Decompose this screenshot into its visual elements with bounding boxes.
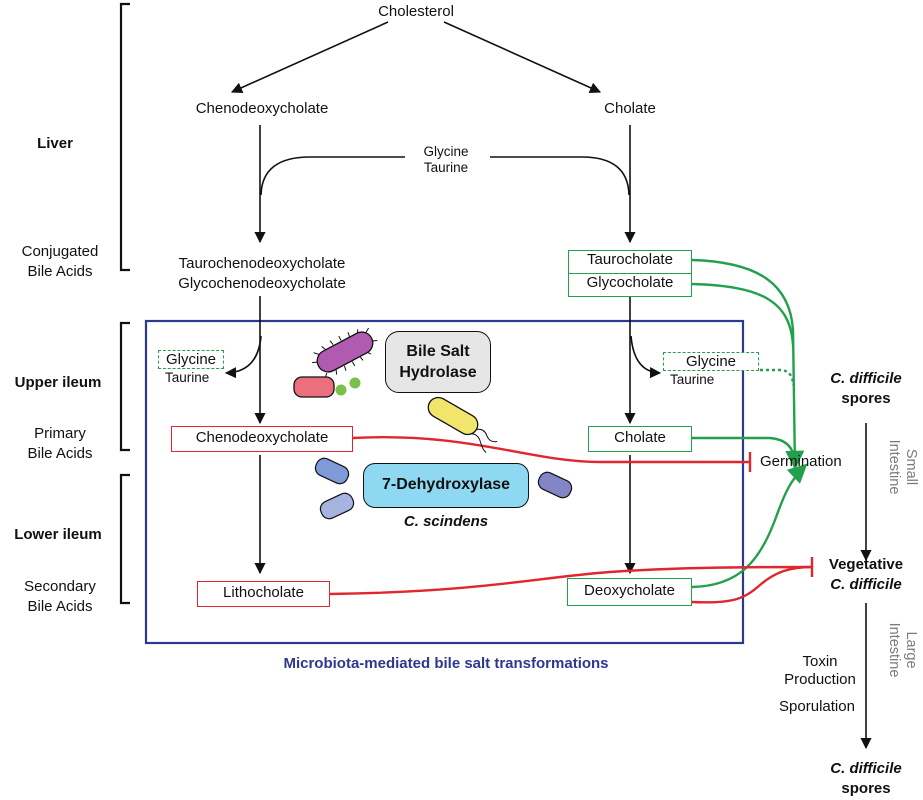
liver-label: Liver — [37, 135, 73, 152]
deoxycholate-to-germination — [691, 463, 808, 589]
glycine-top-label: Glycine — [423, 144, 469, 159]
lower-ileum-bracket — [119, 473, 130, 605]
lithocholate-box: Lithocholate — [197, 581, 330, 607]
bacterium-pink-icon — [293, 376, 335, 398]
toxin-label-1: Toxin — [802, 653, 838, 670]
bacterium-yellow-icon — [427, 396, 498, 453]
large-intestine-label: Large Intestine — [885, 610, 919, 690]
conjugated-label-2: Bile Acids — [27, 263, 93, 280]
lca-inhibits-vegetative — [329, 565, 813, 596]
cocci-green-icon-1 — [335, 384, 347, 396]
bacterium-blue-icon-3 — [537, 471, 573, 499]
sporulation-label: Sporulation — [779, 698, 855, 715]
glycine-taurine-curve-left — [260, 156, 405, 196]
bile-salt-hydrolase-line2: Hydrolase — [399, 364, 477, 381]
glycochenodeoxycholate-label: Glycochenodeoxycholate — [178, 275, 346, 292]
primary-label-2: Bile Acids — [27, 445, 93, 462]
microbiota-box — [144, 319, 745, 645]
secondary-label-2: Bile Acids — [27, 598, 93, 615]
c-scindens-label: C. scindens — [403, 513, 489, 530]
chenodeoxycholate-top-label: Chenodeoxycholate — [195, 100, 329, 117]
spores-bottom-label-2: spores — [841, 780, 891, 797]
spores-bottom-label-1: C. difficile — [830, 760, 902, 777]
bile-salt-hydrolase-box: Bile Salt Hydrolase — [385, 331, 491, 393]
cocci-green-icon-2 — [349, 377, 361, 389]
secondary-label-1: Secondary — [24, 578, 96, 595]
glycocholate-to-germination — [691, 282, 795, 346]
arrow-cholesterol-to-cdca — [230, 21, 389, 93]
upper-ileum-label: Upper ileum — [14, 374, 102, 391]
spores-top-label-2: spores — [841, 390, 891, 407]
liver-bracket — [119, 2, 130, 272]
small-intestine-label: Small Intestine — [885, 427, 919, 507]
vegetative-label-1: Vegetative — [828, 556, 904, 573]
cholate-box: Cholate — [588, 426, 692, 452]
deoxycholate-box: Deoxycholate — [567, 578, 692, 606]
cdca-inhibits-germination — [352, 436, 750, 464]
glycine-left-box: Glycine — [158, 350, 224, 369]
microbiota-caption: Microbiota-mediated bile salt transforma… — [283, 655, 609, 672]
large-intestine-label-1: Large — [903, 631, 919, 669]
spores-top-label-1: C. difficile — [830, 370, 902, 387]
small-intestine-label-1: Small — [903, 448, 919, 486]
arrow-hydrolase-right-release — [630, 335, 662, 379]
large-intestine-label-2: Intestine — [886, 622, 902, 678]
bacterium-purple-icon — [312, 327, 378, 379]
taurochenodeoxycholate-label: Taurochenodeoxycholate — [178, 255, 346, 272]
glycine-taurine-curve-right — [490, 156, 630, 196]
taurocholate-to-germination — [691, 258, 805, 470]
bacterium-blue-icon-2 — [319, 492, 355, 520]
glycocholate-box: Glycocholate — [568, 273, 692, 297]
region-brackets — [119, 2, 130, 605]
lower-ileum-label: Lower ileum — [14, 526, 102, 543]
arrow-cholesterol-to-cholate — [443, 21, 602, 93]
glycine-right-box: Glycine — [663, 352, 759, 371]
dca-inhibits-vegetative — [691, 565, 813, 604]
toxin-label-2: Production — [784, 671, 856, 688]
conjugated-label-1: Conjugated — [21, 243, 99, 260]
taurocholate-box: Taurocholate — [568, 250, 692, 274]
cholate-to-germination — [692, 436, 796, 461]
dehydroxylase-box: 7-Dehydroxylase — [363, 463, 529, 508]
small-intestine-label-2: Intestine — [886, 439, 902, 495]
arrow-hydrolase-left-release — [224, 335, 262, 379]
taurine-left-label: Taurine — [165, 370, 210, 385]
primary-label-1: Primary — [34, 425, 86, 442]
cholate-top-label: Cholate — [604, 100, 656, 117]
germination-label: Germination — [760, 453, 842, 470]
bacterium-blue-icon-1 — [314, 457, 350, 485]
cholesterol-label: Cholesterol — [378, 3, 454, 20]
chenodeoxycholate-box: Chenodeoxycholate — [171, 426, 353, 452]
bile-salt-hydrolase-line1: Bile Salt — [406, 343, 470, 360]
taurine-right-label: Taurine — [670, 372, 715, 387]
glycine-dotted-to-germination — [760, 368, 795, 386]
vegetative-label-2: C. difficile — [830, 576, 902, 593]
taurine-top-label: Taurine — [423, 160, 469, 175]
upper-ileum-bracket — [119, 321, 130, 452]
